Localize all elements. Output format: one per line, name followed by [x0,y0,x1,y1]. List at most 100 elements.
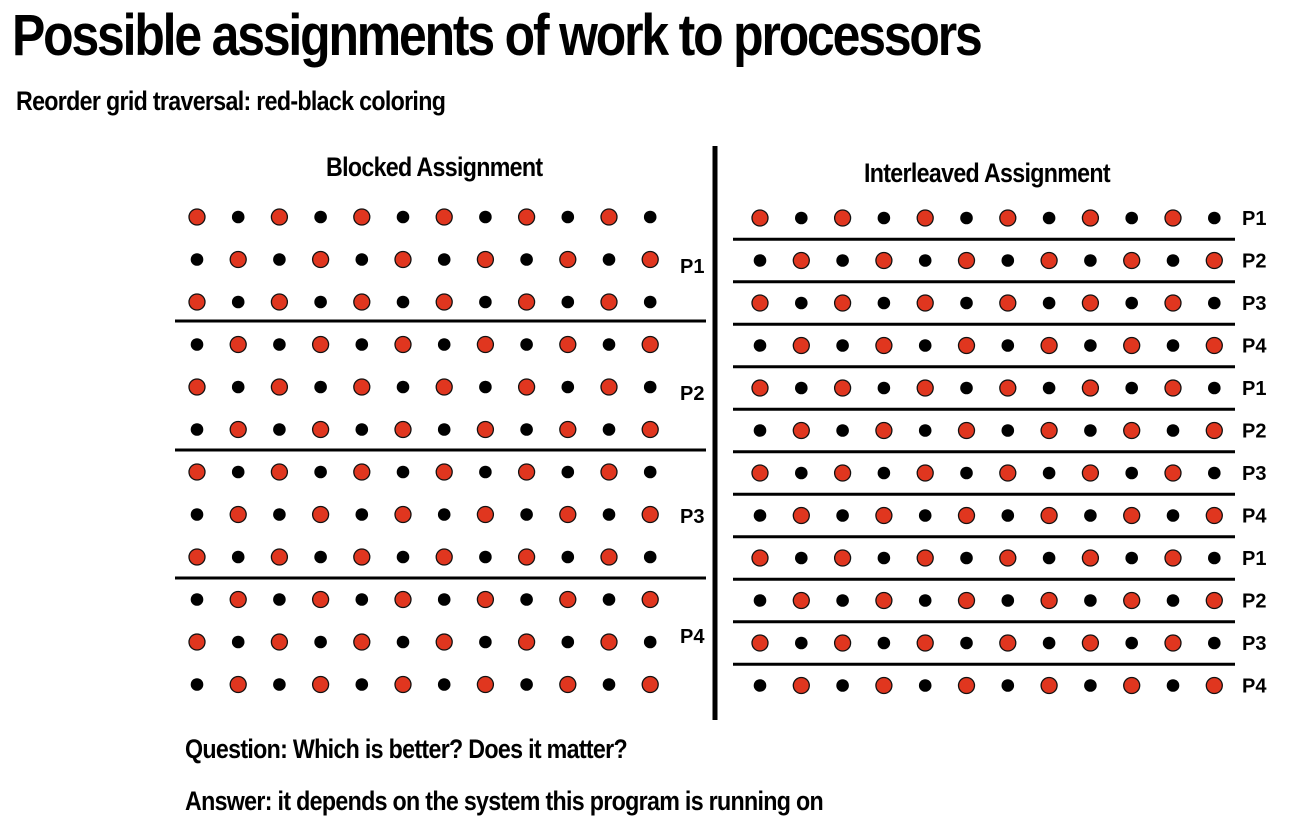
interleaved-grid-black-dot [1084,254,1097,267]
blocked-grid-black-dot [479,380,492,394]
blocked-grid-red-dot [188,293,206,311]
interleaved-grid-black-dot [1084,339,1097,352]
blocked-grid-black-dot [520,508,533,521]
interleaved-grid-red-dot [792,336,810,355]
interleaved-grid-black-dot [960,466,973,480]
interleaved-grid-black-dot [1208,296,1221,310]
interleaved-grid-red-dot [916,634,934,652]
blocked-grid-black-dot [602,253,616,266]
interleaved-grid-black-dot [877,296,891,310]
blocked-grid-red-dot [517,633,536,651]
blocked-grid-red-dot [435,293,453,311]
blocked-grid-red-dot [517,378,536,396]
blocked-grid-black-dot [273,678,286,691]
interleaved-grid-red-dot [1040,251,1058,270]
interleaved-grid-red-dot [1123,251,1141,270]
interleaved-grid-black-dot [960,296,973,310]
blocked-assignment-heading: Blocked Assignment [326,152,543,182]
blocked-grid-black-dot [314,550,327,564]
interleaved-grid-red-dot [957,251,976,270]
blocked-grid-black-dot [602,338,616,351]
interleaved-grid-red-dot [1040,591,1058,610]
blocked-grid-red-dot [559,420,577,439]
interleaved-grid-black-dot [1042,211,1056,225]
interleaved-grid-black-dot [836,509,849,522]
blocked-grid-red-dot [270,293,289,311]
blocked-grid-black-dot [190,338,204,351]
interleaved-grid-red-dot [1081,634,1100,652]
interleaved-grid-black-dot [877,636,891,650]
interleaved-processor-label: P3 [1242,633,1266,655]
blocked-grid-black-dot [396,295,410,309]
interleaved-processor-label: P2 [1242,591,1266,613]
blocked-grid-black-dot [190,508,204,521]
blocked-grid-red-dot [559,590,577,609]
interleaved-grid-black-dot [1166,339,1180,352]
blocked-grid-red-dot [476,420,495,439]
interleaved-grid-red-dot [751,379,769,397]
blocked-grid-black-dot [231,465,245,479]
blocked-grid-black-dot [396,210,410,224]
blocked-grid-black-dot [561,465,575,479]
interleaved-grid-black-dot [1084,594,1097,607]
slide-subtitle: Reorder grid traversal: red-black colori… [16,86,446,116]
blocked-grid-red-dot [600,548,618,566]
blocked-processor-label: P1 [680,256,704,278]
interleaved-grid-red-dot [1040,336,1058,355]
blocked-grid-red-dot [476,335,495,354]
interleaved-grid-red-dot [957,591,976,610]
blocked-grid-black-dot [355,253,369,266]
blocked-grid-black-dot [273,338,286,351]
blocked-grid-black-dot [602,423,616,436]
interleaved-grid-red-dot [875,421,893,440]
blocked-grid-red-dot [476,250,495,269]
blocked-grid-red-dot [353,208,371,226]
blocked-grid-red-dot [600,378,618,396]
blocked-grid-black-dot [273,593,286,606]
interleaved-grid-red-dot [1123,591,1141,610]
blocked-grid-black-dot [437,678,451,691]
interleaved-grid-black-dot [1084,509,1097,522]
interleaved-grid-red-dot [1164,294,1182,312]
blocked-grid-red-dot [353,463,371,481]
interleaved-grid-black-dot [877,466,891,480]
blocked-grid-black-dot [314,380,327,394]
blocked-grid-black-dot [355,423,369,436]
blocked-grid-red-dot [641,250,659,269]
interleaved-grid-black-dot [1208,381,1221,395]
blocked-grid-red-dot [394,675,412,694]
interleaved-grid-black-dot [836,424,849,437]
interleaved-grid-red-dot [792,421,810,440]
blocked-grid-red-dot [353,633,371,651]
blocked-grid-black-dot [643,380,657,394]
blocked-grid-red-dot [229,675,247,694]
blocked-grid-black-dot [479,635,492,649]
interleaved-grid-black-dot [795,381,808,395]
blocked-grid-red-dot [435,548,453,566]
interleaved-grid-red-dot [1205,591,1223,610]
interleaved-grid-black-dot [836,594,849,607]
blocked-grid-red-dot [435,208,453,226]
blocked-grid-black-dot [355,678,369,691]
blocked-grid-red-dot [435,633,453,651]
blocked-grid-red-dot [476,590,495,609]
interleaved-grid-black-dot [1125,381,1138,395]
blocked-grid-black-dot [396,465,410,479]
interleaved-grid-red-dot [957,336,976,355]
interleaved-grid-red-dot [833,294,852,312]
blocked-grid-black-dot [520,253,533,266]
interleaved-grid-red-dot [1040,421,1058,440]
interleaved-grid-red-dot [833,379,852,397]
blocked-grid-red-dot [311,420,330,439]
question-text: Question: Which is better? Does it matte… [185,734,628,764]
interleaved-grid-black-dot [1125,296,1138,310]
blocked-grid-black-dot [520,678,533,691]
blocked-grid-black-dot [355,508,369,521]
interleaved-grid-black-dot [918,339,932,352]
interleaved-grid-red-dot [1205,676,1223,695]
blocked-grid-red-dot [517,208,536,226]
blocked-grid-red-dot [435,378,453,396]
interleaved-assignment-heading: Interleaved Assignment [864,158,1111,188]
blocked-grid-black-dot [231,210,245,224]
